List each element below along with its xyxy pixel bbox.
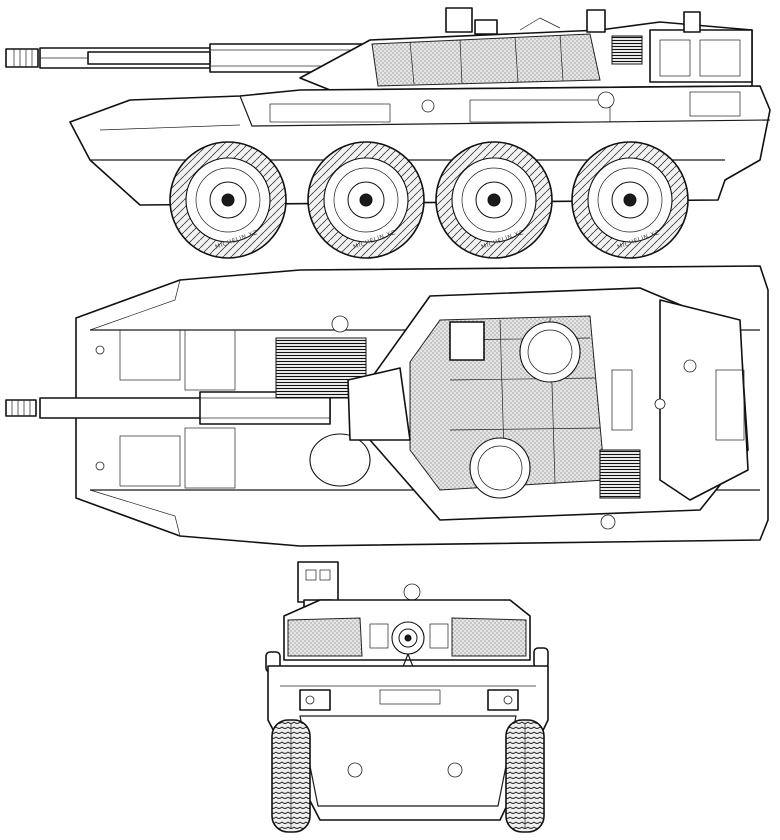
top-view (5, 265, 769, 547)
top-turret (347, 287, 749, 530)
top-driver-hatch (309, 433, 371, 487)
side-wheel-2: MICHELIN XZ (307, 141, 425, 259)
side-gun-barrel (5, 43, 371, 73)
front-tire-right (505, 719, 545, 833)
top-commander-cupola (519, 321, 581, 383)
side-wheel-3: MICHELIN XZ (435, 141, 553, 259)
side-view: MICHELIN XZ MICHELIN XZ MICHELIN XZ (5, 7, 771, 259)
side-turret (299, 7, 753, 91)
front-hull (267, 665, 549, 821)
side-wheels: MICHELIN XZ MICHELIN XZ MICHELIN XZ (169, 141, 689, 259)
top-gun-barrel (5, 391, 331, 425)
top-gunner-cupola (469, 437, 531, 499)
side-wheel-1: MICHELIN XZ (169, 141, 287, 259)
front-view (265, 561, 549, 833)
top-front-plates (95, 329, 236, 489)
front-turret (265, 599, 549, 701)
front-tire-left (271, 719, 311, 833)
side-wheel-4: MICHELIN XZ (571, 141, 689, 259)
